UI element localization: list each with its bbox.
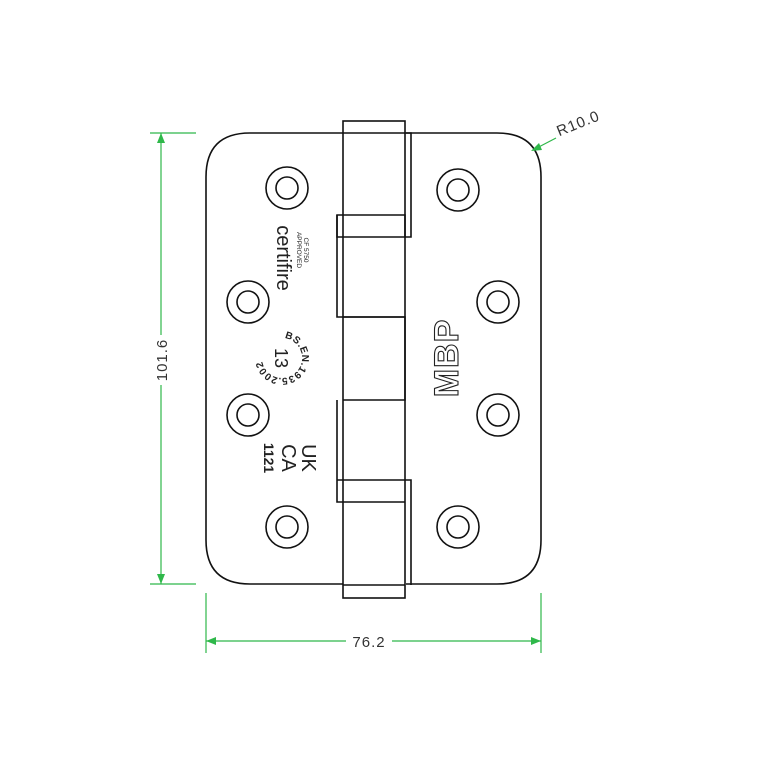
width-dimension-label: 76.2 <box>352 634 385 651</box>
height-dimension: 101.6 <box>150 132 196 585</box>
ukca-line-2: CA <box>277 444 299 472</box>
radius-dimension: R10.0 <box>531 108 602 151</box>
ukca-line-1: UK <box>297 444 319 472</box>
screw-hole-right-4 <box>436 505 480 549</box>
hinge-knuckle <box>336 120 412 599</box>
bs-en-grade: 13 <box>271 348 291 368</box>
ukca-mark: UK CA 1121 <box>261 443 319 474</box>
screw-hole-left-1 <box>265 166 309 210</box>
certifire-number: CF 5750 <box>302 238 309 263</box>
bs-en-stamp: BS.EN.1935.2002 13 <box>254 330 310 386</box>
mbp-logo: MBP <box>427 318 466 398</box>
screw-hole-right-3 <box>476 393 520 437</box>
screw-hole-left-3 <box>226 393 270 437</box>
hinge-leaf-outline <box>205 132 542 585</box>
certifire-brand: certifire <box>272 225 294 291</box>
screw-hole-left-4 <box>265 505 309 549</box>
certifire-approved: APPROVED <box>295 232 302 268</box>
screw-hole-right-2 <box>476 280 520 324</box>
height-dimension-label: 101.6 <box>154 339 171 382</box>
radius-dimension-label: R10.0 <box>554 108 602 141</box>
screw-holes <box>226 166 520 549</box>
ukca-number: 1121 <box>261 443 277 474</box>
certifire-mark: certifire APPROVED CF 5750 <box>272 225 309 291</box>
width-dimension: 76.2 <box>205 593 542 653</box>
screw-hole-right-1 <box>436 168 480 212</box>
mbp-logo-text: MBP <box>428 319 466 398</box>
screw-hole-left-2 <box>226 280 270 324</box>
